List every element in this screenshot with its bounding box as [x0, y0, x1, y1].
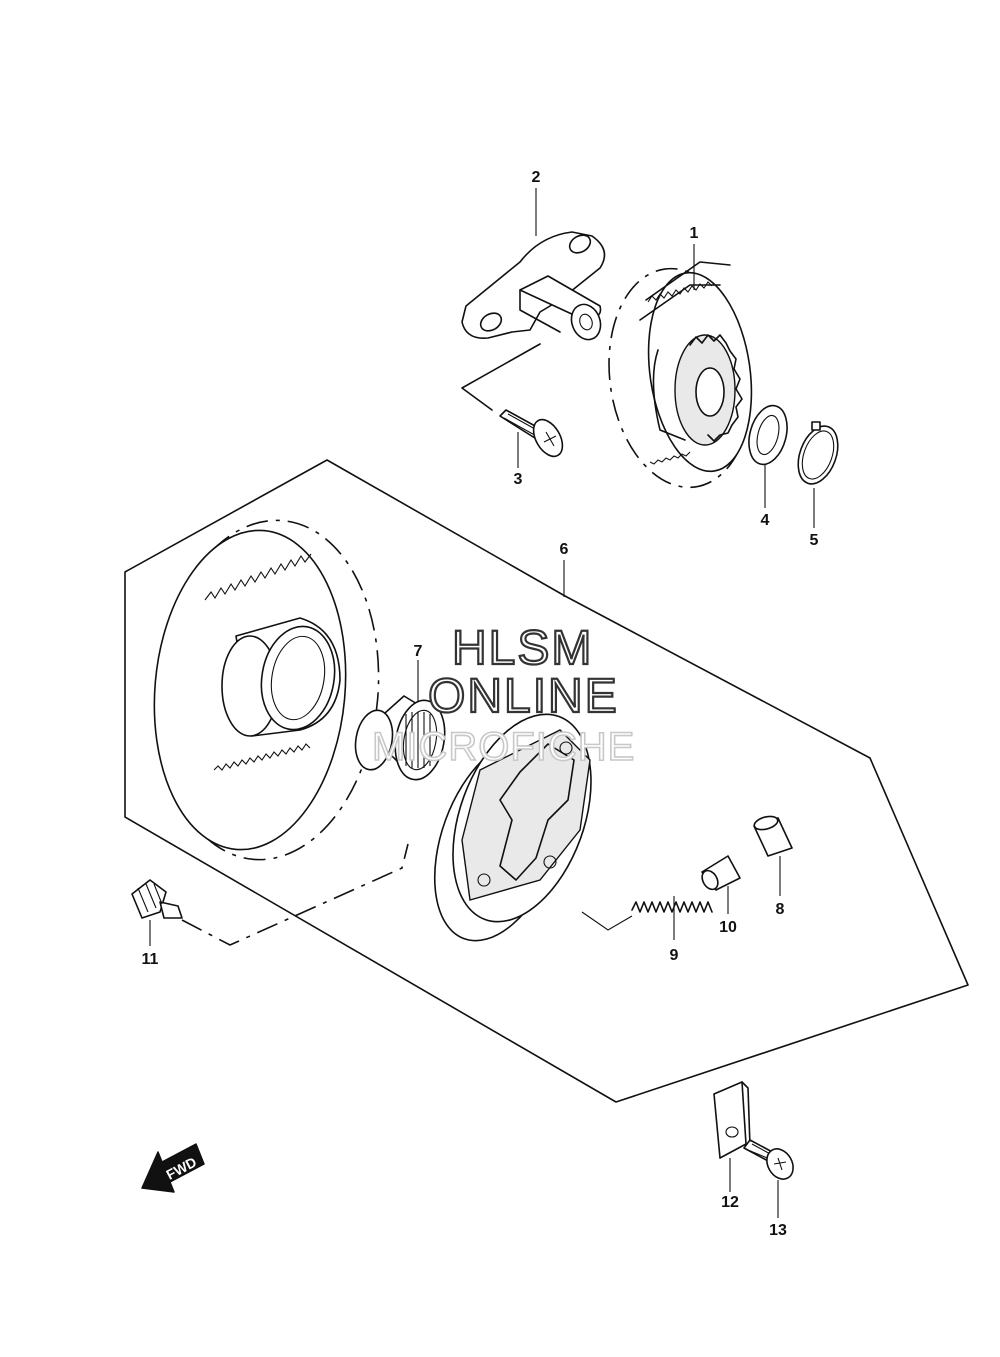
callout-6: 6 — [560, 541, 569, 558]
assembly-boundary-6 — [124, 459, 969, 1103]
callout-7: 7 — [414, 643, 423, 660]
part-3-screw — [499, 409, 564, 458]
part-8-roller — [753, 815, 793, 857]
callout-3: 3 — [514, 471, 523, 488]
leader-11 — [181, 843, 409, 946]
part-6-clutch-gear — [153, 519, 380, 861]
leader-9 — [581, 911, 633, 931]
part-5-circlip — [797, 421, 839, 485]
callout-4: 4 — [761, 512, 770, 529]
callout-13: 13 — [769, 1222, 787, 1239]
part-2-bracket — [461, 231, 606, 341]
callout-9: 9 — [670, 947, 679, 964]
leader-2-3 — [461, 343, 541, 411]
watermark: HLSM ONLINE MICROFICHE — [371, 621, 635, 770]
part-9-spring — [631, 901, 713, 913]
part-1-gear — [608, 261, 753, 489]
part-10-cap — [701, 855, 741, 891]
callout-12: 12 — [721, 1194, 739, 1211]
part-11-bolt — [131, 879, 183, 919]
watermark-line-2: ONLINE — [428, 670, 619, 723]
watermark-line-3: MICROFICHE — [372, 725, 635, 769]
fwd-direction-arrow: FWD — [141, 1143, 205, 1193]
callout-1: 1 — [690, 225, 699, 242]
callout-11: 11 — [142, 951, 159, 968]
callout-10: 10 — [719, 919, 737, 936]
watermark-line-1: HLSM — [452, 622, 593, 675]
callout-5: 5 — [810, 532, 819, 549]
callout-2: 2 — [532, 169, 541, 186]
part-4-washer — [748, 404, 788, 466]
part-13-screw — [743, 1139, 794, 1180]
part-6-clutch-housing — [433, 713, 592, 942]
part-7-bearing — [354, 695, 446, 781]
callout-8: 8 — [776, 901, 785, 918]
